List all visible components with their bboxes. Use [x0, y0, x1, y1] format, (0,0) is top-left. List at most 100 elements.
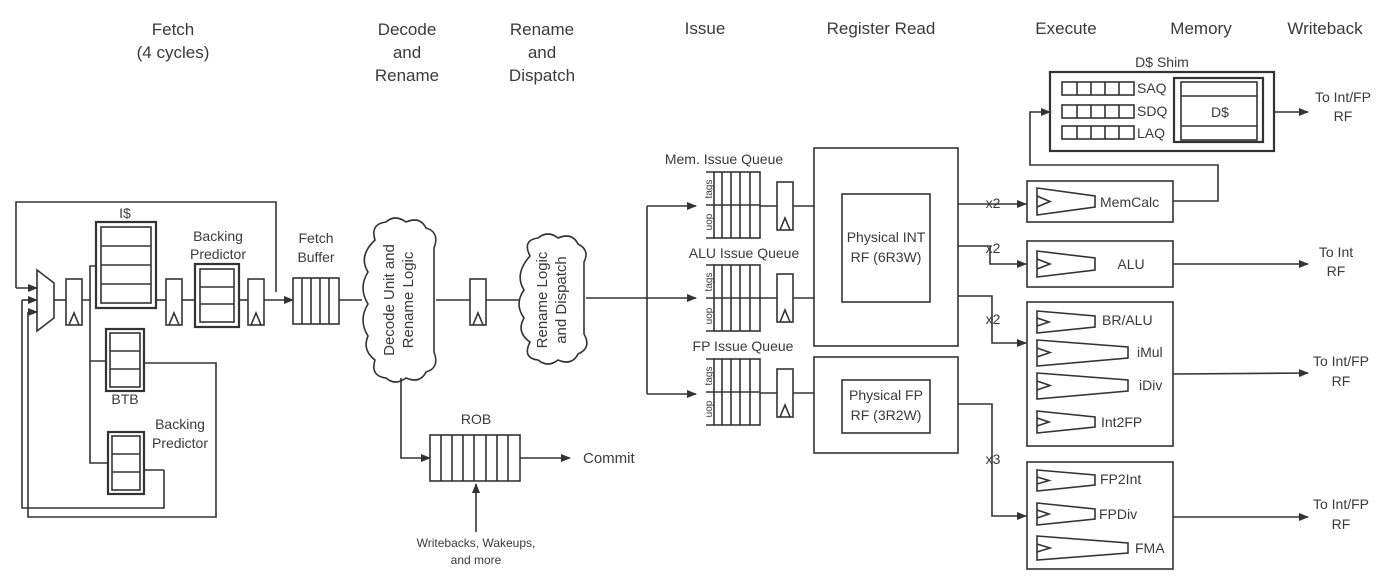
- pc-register: [65, 278, 83, 326]
- writeback-mem-line2: RF: [1334, 108, 1353, 124]
- branch-int-to-writeback: [1172, 369, 1309, 378]
- decode-cloud-line2: Rename Logic: [400, 251, 417, 348]
- fetch-unit: I$ Backing Predictor Fetch Buffer BTB Ba…: [15, 201, 340, 518]
- int-rf-to-alu: [958, 245, 1027, 268]
- fp-rf-label2: RF (3R2W): [851, 407, 922, 423]
- stage-rename-line3: Dispatch: [509, 66, 575, 85]
- laq-label: LAQ: [1137, 125, 1165, 141]
- dispatch-cloud: [518, 233, 588, 365]
- decode-to-rob: [400, 378, 431, 462]
- rob-label: ROB: [461, 411, 491, 427]
- rob-inputs-line2: and more: [451, 553, 502, 567]
- alu-issue-register: [776, 273, 794, 323]
- memcalc-alu-icon: [1036, 187, 1096, 216]
- fetch-buffer: [292, 277, 340, 325]
- stage-decode-line2: and: [393, 43, 421, 62]
- laq-queue: [1061, 125, 1135, 140]
- imul-icon: [1036, 339, 1129, 367]
- fma-icon: [1036, 535, 1129, 561]
- stage-writeback: Writeback: [1287, 19, 1363, 38]
- fp-queue-tags: tags: [704, 367, 715, 386]
- stage-decode-line1: Decode: [378, 20, 437, 39]
- fma-label: FMA: [1135, 540, 1165, 556]
- fp-issue-queue-label: FP Issue Queue: [693, 338, 794, 354]
- writeback-fp-line1: To Int/FP: [1313, 496, 1369, 512]
- decode-register: [469, 278, 487, 326]
- mem-queue-tags: tags: [704, 180, 715, 199]
- int-rf: [841, 193, 931, 303]
- memcalc-to-dcache: [1029, 108, 1219, 202]
- writeback-mem-line1: To Int/FP: [1315, 89, 1371, 105]
- stage-memory: Memory: [1170, 19, 1232, 38]
- decode-cloud-line1: Decode Unit and: [381, 244, 398, 356]
- dispatch-cloud-line1: Rename Logic: [534, 251, 551, 348]
- writeback-targets: To Int/FP RF To Int RF To Int/FP RF To I…: [1313, 89, 1371, 532]
- decode-stage: Decode Unit and Rename Logic: [339, 217, 520, 462]
- feedback-loop-bottom-predictor: [21, 300, 165, 509]
- fp-queue-ticks: [706, 358, 714, 426]
- btb-label: BTB: [111, 391, 138, 407]
- saq-queue: [1061, 81, 1135, 96]
- br-alu-label: BR/ALU: [1102, 312, 1153, 328]
- stage-execute: Execute: [1035, 19, 1096, 38]
- fp2int-icon: [1036, 469, 1096, 492]
- stage-rename-line2: and: [528, 43, 556, 62]
- fp-unit-multiplier: x3: [986, 451, 1001, 467]
- writeback-alu-line1: To Int: [1319, 244, 1353, 260]
- alu-queue-ticks: [706, 264, 714, 332]
- reg-to-btb: [89, 300, 106, 362]
- dcache-label-bg: [1206, 104, 1234, 120]
- mem-queue-uop: uop: [704, 213, 715, 230]
- stage-issue: Issue: [685, 19, 726, 38]
- int2fp-icon: [1036, 410, 1096, 434]
- rob: ROB Commit Writebacks, Wakeups, and more: [417, 411, 636, 567]
- idiv-icon: [1036, 372, 1129, 400]
- icache-label: I$: [119, 205, 131, 221]
- pc-register-clock: [68, 310, 80, 326]
- dcache-shim: D$ Shim SAQ SDQ LAQ D$: [1048, 54, 1309, 153]
- feedback-loop-btb: [27, 312, 217, 518]
- stage-register-read: Register Read: [827, 19, 936, 38]
- fp-queue-uop: uop: [704, 400, 715, 417]
- mem-issue-queue-label: Mem. Issue Queue: [665, 151, 783, 167]
- fpdiv-label: FPDiv: [1099, 506, 1137, 522]
- int2fp-label: Int2FP: [1101, 414, 1142, 430]
- execute-units: MemCalc ALU BR/ALU iMul iDiv Int2FP FP2I…: [1026, 108, 1309, 570]
- fp-issue-register: [776, 368, 794, 418]
- sdq-slots: [1076, 105, 1120, 118]
- commit-label: Commit: [583, 450, 635, 467]
- fpdiv-icon: [1036, 502, 1096, 526]
- next-pc-mux: [36, 268, 55, 333]
- alu-icon: [1036, 250, 1096, 278]
- dcache-lines: [1181, 95, 1257, 127]
- rf-to-execute-wiring: x2 x2 x2 x3: [958, 195, 1027, 520]
- icache-lines: [101, 245, 151, 285]
- reg-to-icache: [82, 265, 96, 301]
- saq-slots: [1076, 82, 1120, 95]
- backing-predictor-bottom-lines: [112, 453, 140, 473]
- sdq-label: SDQ: [1137, 103, 1167, 119]
- register-files: Physical INT RF (6R3W) Physical FP RF (3…: [813, 147, 959, 454]
- int-rf-label2: RF (6R3W): [851, 249, 922, 265]
- laq-label-slots: [1076, 126, 1120, 139]
- mem-issue-register-clock: [779, 215, 791, 231]
- writeback-int-line1: To Int/FP: [1313, 353, 1369, 369]
- rob-slots: [440, 435, 509, 481]
- mem-issue-queue: tags uop: [704, 171, 761, 239]
- branch-unit-multiplier: x2: [986, 311, 1001, 327]
- saq-label: SAQ: [1137, 80, 1167, 96]
- alu-label: ALU: [1117, 256, 1144, 272]
- btb-inner: [109, 332, 141, 388]
- mem-issue-register: [776, 181, 794, 231]
- int-rf-to-branch-unit: [958, 295, 1027, 347]
- writeback-alu-line2: RF: [1327, 263, 1346, 279]
- backing-predictor-top-inner: [199, 268, 235, 323]
- mem-queue-ticks: [706, 171, 714, 239]
- backing-predictor-top-label1: Backing: [193, 228, 243, 244]
- dcache-label: D$: [1211, 104, 1229, 120]
- stage-decode-line3: Rename: [375, 66, 439, 85]
- dispatch-stage: Rename Logic and Dispatch: [518, 202, 697, 398]
- stage-headers: Fetch (4 cycles) Decode and Rename Renam…: [137, 19, 1363, 85]
- fp-rf-label1: Physical FP: [849, 387, 923, 403]
